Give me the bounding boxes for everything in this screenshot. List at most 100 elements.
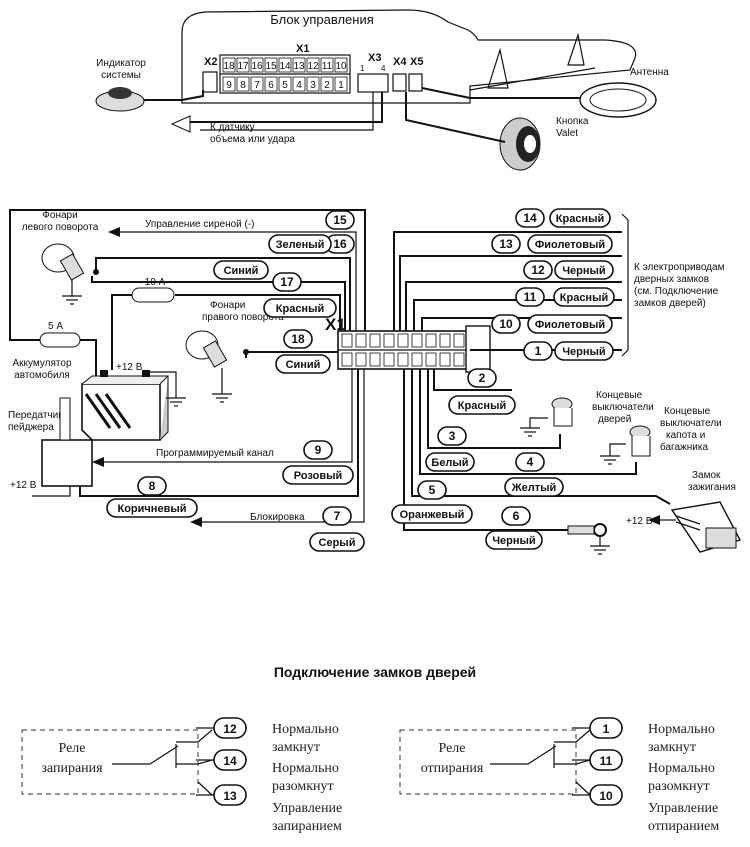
- left-turn-lamp-icon: [41, 243, 85, 281]
- lock-relay-left-label-1: Реле: [58, 741, 85, 756]
- x3-pin4: 4: [381, 64, 386, 73]
- wire-lower-6-pin-box: [501, 506, 531, 526]
- wire-right-13-pin-box: [491, 234, 521, 254]
- lock-right-note-2: замкнут: [648, 740, 696, 755]
- wire-lower-5-color-box: [391, 504, 473, 524]
- wire-lower-3-color-box: [425, 452, 475, 472]
- wire-left-7-color: Серый: [319, 537, 356, 549]
- wire-right-12-pin-box: [523, 260, 553, 280]
- wire-left-x2-color-box: [213, 260, 269, 280]
- wire-left-8-pin: 8: [149, 479, 156, 493]
- wire-left-x2-color: Синий: [224, 265, 259, 277]
- x4-label: X4: [393, 56, 407, 68]
- hood-switch-label-1: Концевые: [664, 406, 711, 417]
- wire-right-1-color: Черный: [562, 346, 605, 358]
- wire-right-10-pin-box: [491, 314, 521, 334]
- lock-right-pin-2: 10: [599, 789, 613, 803]
- antenna-icon: [579, 82, 657, 118]
- wire-left-8-color: Коричневый: [118, 503, 187, 515]
- x1-pin-14: 14: [279, 61, 291, 72]
- wire-right-11-color: Красный: [560, 292, 608, 304]
- wire-right-12-color: Черный: [562, 265, 605, 277]
- lock-right-note-3: Нормально: [648, 761, 715, 776]
- wire-left-18-color: Синий: [286, 359, 321, 371]
- x2-label: X2: [204, 56, 217, 68]
- lock-left-pin-2: 13: [223, 789, 237, 803]
- wire-left-16-color-box: [268, 234, 332, 254]
- lock-relay-right-label-2: отпирания: [421, 761, 484, 776]
- hood-switch-label-4: багажника: [660, 441, 708, 453]
- x1-top-label: X1: [296, 43, 309, 55]
- wire-left-9-pin: 9: [315, 443, 322, 457]
- x1-pin-13: 13: [293, 61, 305, 72]
- wire-right-14-pin-box: [515, 208, 545, 228]
- wire-left-18-color-box: [275, 354, 331, 374]
- wire-left-9-color: Розовый: [294, 470, 342, 482]
- wire-left-16-pin: 16: [333, 237, 347, 251]
- x1-pin-6: 6: [268, 80, 274, 91]
- lock-left-pin-1: 14: [223, 754, 237, 768]
- wire-lower-6-pin: 6: [513, 509, 520, 523]
- wire-right-13-color: Фиолетовый: [535, 239, 605, 251]
- wire-lower-3-color: Белый: [431, 457, 468, 469]
- hood-switch-label-2: выключатели: [660, 418, 722, 429]
- door-switch-icon: [520, 397, 573, 437]
- wire-left-18-pin: 18: [291, 332, 305, 346]
- pager-label-1: Передатчик: [8, 410, 63, 421]
- wire-left-15-pin: 15: [333, 213, 347, 227]
- x1-pin-8: 8: [240, 80, 246, 91]
- ignition-switch-icon: [670, 501, 742, 553]
- x1-pin-10: 10: [335, 61, 347, 72]
- ignition-label-2: зажигания: [688, 482, 736, 493]
- indicator-label-2: системы: [101, 70, 141, 81]
- wire-left-15-pin-box: [325, 210, 355, 230]
- wire-right-12-color-box: [554, 260, 614, 280]
- wire-right-14-color-box: [549, 208, 611, 228]
- lock-left-note-1: Нормально: [272, 722, 339, 737]
- x1-pin-18: 18: [223, 61, 235, 72]
- control-unit-title: Блок управления: [270, 12, 374, 27]
- wire-left-9-pin-box: [303, 440, 333, 460]
- x1-pin-5: 5: [282, 80, 288, 91]
- wire-left-17-color: Красный: [276, 303, 324, 315]
- wire-lower-2-pin-box: [467, 368, 497, 388]
- wire-lower-2-color-box: [448, 395, 516, 415]
- pager-plus12-label: +12 В: [10, 480, 37, 491]
- wire-right-13-pin: 13: [499, 237, 513, 251]
- wire-lower-5-pin-box: [417, 480, 447, 500]
- door-locks-title: Подключение замков дверей: [274, 664, 476, 680]
- wire-left-7-color-box: [309, 532, 365, 552]
- door-actuators-label-1: К электроприводам: [634, 262, 725, 273]
- x1-pin-16: 16: [251, 61, 263, 72]
- battery-plus12-label: +12 В: [116, 362, 143, 373]
- battery-label-2: автомобиля: [14, 369, 70, 381]
- lock-left-note-2: замкнут: [272, 740, 320, 755]
- lock-left-note-5: Управление: [272, 801, 342, 816]
- sensor-label-1: К датчику: [210, 122, 255, 133]
- wire-left-18-pin-box: [283, 329, 313, 349]
- door-actuators-label-4: замков дверей): [634, 298, 706, 309]
- wire-lower-5-pin: 5: [429, 483, 436, 497]
- wire-lower-4-pin: 4: [527, 455, 534, 469]
- wire-left-9-color-box: [282, 465, 354, 485]
- indicator-icon: [95, 87, 145, 112]
- fuse-5a-label: 5 А: [48, 321, 63, 332]
- wire-right-11-color-box: [553, 287, 615, 307]
- hood-switch-label-3: капота и: [666, 430, 705, 441]
- antenna-label: Антенна: [630, 67, 669, 78]
- lock-right-note-4: разомкнут: [648, 779, 710, 794]
- lock-left-note-6: запиранием: [272, 819, 342, 834]
- wire-right-14-pin: 14: [523, 211, 537, 225]
- lock-relay-left: [21, 729, 213, 796]
- wire-right-13-color-box: [527, 234, 613, 254]
- valet-label-1: Кнопка: [556, 116, 589, 127]
- door-switch-label-3: дверей: [598, 414, 631, 425]
- battery-icon: [81, 370, 170, 441]
- wire-lower-4-color-box: [504, 477, 564, 497]
- wire-lower-2-pin: 2: [479, 371, 486, 385]
- lock-right-note-6: отпиранием: [648, 819, 719, 834]
